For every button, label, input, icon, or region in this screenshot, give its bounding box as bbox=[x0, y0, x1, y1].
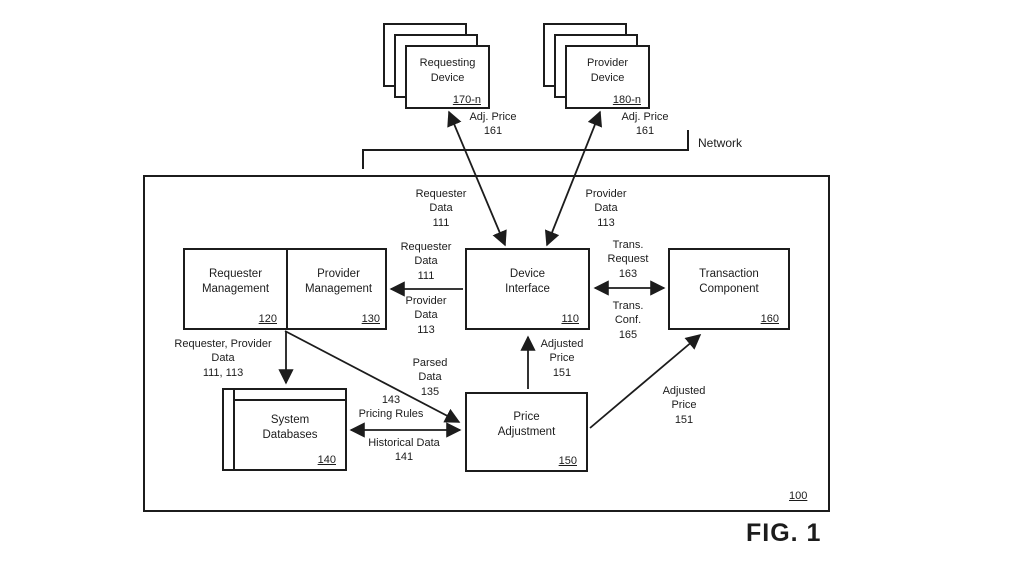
system-ref: 100 bbox=[789, 490, 808, 502]
arrow-provider-device-interface bbox=[544, 110, 603, 247]
database-top-stripe bbox=[233, 399, 345, 401]
provider-management-ref: 130 bbox=[361, 313, 380, 325]
requesting-device-ref: 170-n bbox=[452, 94, 481, 106]
requester-data-upper-label: Requester Data 111 bbox=[415, 188, 467, 229]
price-adjustment-ref: 150 bbox=[558, 455, 577, 467]
adjusted-price-up-label: Adjusted Price 151 bbox=[540, 338, 584, 379]
network-label: Network bbox=[698, 136, 743, 150]
requesting-device-label: Requesting Device bbox=[419, 57, 476, 84]
transaction-component-ref: 160 bbox=[760, 313, 779, 325]
transaction-component-box: Transaction Component 160 bbox=[668, 248, 790, 330]
database-left-stripe bbox=[233, 390, 235, 469]
network-bracket-line bbox=[362, 130, 689, 169]
system-databases-label: System Databases bbox=[262, 413, 318, 441]
adj-price-right-label: Adj. Price 161 bbox=[621, 111, 669, 138]
requester-management-ref: 120 bbox=[258, 313, 277, 325]
price-adjustment-label: Price Adjustment bbox=[497, 410, 556, 438]
management-box: Requester Management 120 Provider Manage… bbox=[183, 248, 387, 330]
parsed-data-label: Parsed Data 135 bbox=[412, 357, 448, 398]
requester-provider-data-label: Requester, Provider Data 111, 113 bbox=[174, 338, 272, 379]
system-databases-box: System Databases 140 bbox=[222, 388, 347, 471]
arrow-management-to-price-adjustment bbox=[284, 330, 461, 423]
requester-management-label: Requester Management bbox=[201, 267, 270, 295]
arrow-requesting-device-interface bbox=[447, 110, 507, 247]
historical-data-label: Historical Data 141 bbox=[368, 437, 440, 464]
requesting-device-box: Requesting Device 170-n bbox=[405, 45, 490, 109]
arrow-price-adjustment-to-transaction bbox=[589, 334, 702, 429]
requester-management-box: Requester Management 120 bbox=[185, 250, 286, 328]
adj-price-left-label: Adj. Price 161 bbox=[469, 111, 517, 138]
provider-data-upper-label: Provider Data 113 bbox=[585, 188, 627, 229]
provider-management-label: Provider Management bbox=[304, 267, 373, 295]
system-databases-ref: 140 bbox=[317, 454, 336, 466]
trans-conf-label: Trans. Conf. 165 bbox=[612, 300, 644, 341]
management-divider bbox=[286, 250, 288, 328]
provider-device-box: Provider Device 180-n bbox=[565, 45, 650, 109]
device-interface-label: Device Interface bbox=[505, 267, 550, 295]
provider-data-left-label: Provider Data 113 bbox=[405, 295, 447, 336]
requester-data-left-label: Requester Data 111 bbox=[400, 241, 452, 282]
device-interface-box: Device Interface 110 bbox=[465, 248, 590, 330]
adjusted-price-diag-label: Adjusted Price 151 bbox=[662, 385, 706, 426]
provider-management-box: Provider Management 130 bbox=[288, 250, 389, 328]
trans-request-label: Trans. Request 163 bbox=[607, 239, 649, 280]
transaction-component-label: Transaction Component bbox=[699, 267, 759, 295]
price-adjustment-box: Price Adjustment 150 bbox=[465, 392, 588, 472]
provider-device-ref: 180-n bbox=[612, 94, 641, 106]
figure-title: FIG. 1 bbox=[746, 519, 822, 547]
device-interface-ref: 110 bbox=[561, 313, 579, 325]
provider-device-label: Provider Device bbox=[587, 57, 628, 84]
pricing-rules-label: 143 Pricing Rules bbox=[358, 394, 424, 421]
